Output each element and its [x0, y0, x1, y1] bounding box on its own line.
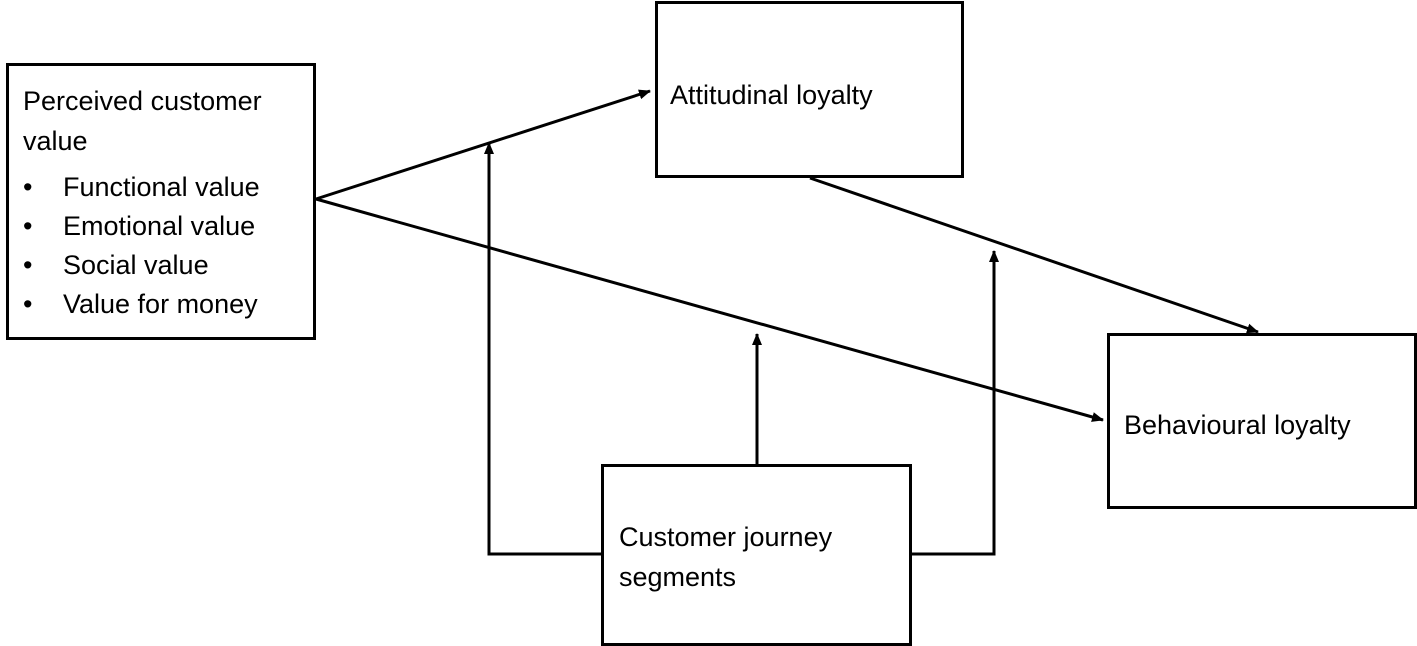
bullet-icon: • — [23, 172, 33, 202]
edge-attitudinal-to-behavioural — [809, 176, 1259, 334]
value-for-money-label: Value for money — [63, 289, 258, 319]
behavioural-loyalty-box: Behavioural loyalty — [1107, 333, 1417, 509]
functional-value-label: Functional value — [63, 172, 260, 202]
bullet-icon: • — [23, 211, 33, 241]
edge-segments-moderates-value-attitudinal — [484, 142, 601, 556]
list-item: • Value for money — [23, 285, 260, 324]
list-item: • Emotional value — [23, 207, 260, 246]
list-item: • Functional value — [23, 168, 260, 207]
edge-value-to-behavioural — [315, 197, 1104, 422]
edge-segments-moderates-attitudinal-behavioural — [912, 250, 999, 556]
perceived-customer-value-box: Perceived customer value • Functional val… — [6, 63, 316, 340]
attitudinal-loyalty-box: Attitudinal loyalty — [655, 1, 964, 178]
list-item: • Social value — [23, 246, 260, 285]
behavioural-loyalty-label: Behavioural loyalty — [1124, 410, 1351, 440]
bullet-icon: • — [23, 250, 33, 280]
perceived-customer-value-title: Perceived customer value — [23, 86, 262, 156]
edge-value-to-attitudinal — [315, 89, 651, 201]
value-dimensions-list: • Functional value • Emotional value • Soci… — [23, 168, 260, 324]
customer-journey-segments-box: Customer journey segments — [601, 464, 912, 646]
emotional-value-label: Emotional value — [63, 211, 256, 241]
social-value-label: Social value — [63, 250, 209, 280]
customer-journey-segments-label: Customer journey segments — [619, 522, 833, 592]
attitudinal-loyalty-label: Attitudinal loyalty — [670, 80, 873, 110]
bullet-icon: • — [23, 289, 33, 319]
